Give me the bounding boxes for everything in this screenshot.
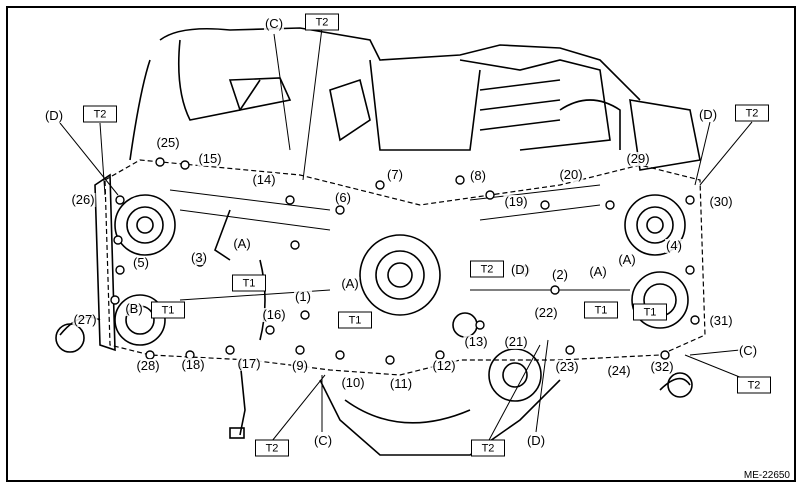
callout-7: (7) bbox=[386, 167, 404, 182]
callout-9: (9) bbox=[291, 358, 309, 373]
torque-tag: T2 bbox=[737, 376, 771, 394]
callout-16: (16) bbox=[261, 307, 287, 322]
torque-tag: T2 bbox=[471, 439, 505, 457]
callout-21: (21) bbox=[503, 334, 529, 349]
callout-12: (12) bbox=[431, 358, 457, 373]
callout-18: (18) bbox=[180, 357, 206, 372]
callout-17: (17) bbox=[236, 356, 262, 371]
callout-28: (28) bbox=[135, 358, 161, 373]
callout-5: (5) bbox=[132, 255, 150, 270]
callout-letter: (C) bbox=[737, 343, 759, 358]
callout-2: (2) bbox=[551, 267, 569, 282]
callout-letter: (A) bbox=[340, 276, 360, 291]
torque-tag: T1 bbox=[633, 303, 667, 321]
callout-4: (4) bbox=[665, 238, 683, 253]
callout-32: (32) bbox=[649, 359, 675, 374]
callout-8: (8) bbox=[469, 168, 487, 183]
torque-tag: T1 bbox=[338, 311, 372, 329]
torque-tag: T2 bbox=[470, 260, 504, 278]
callout-letter: (C) bbox=[263, 16, 285, 31]
callout-10: (10) bbox=[340, 375, 366, 390]
callout-letter: (A) bbox=[617, 252, 637, 267]
callout-14: (14) bbox=[251, 172, 277, 187]
callout-20: (20) bbox=[558, 167, 584, 182]
callout-letter: (C) bbox=[312, 433, 334, 448]
callout-6: (6) bbox=[334, 190, 352, 205]
callout-letter: (D) bbox=[525, 433, 547, 448]
torque-tag: T1 bbox=[151, 301, 185, 319]
callout-1: (1) bbox=[294, 289, 312, 304]
callout-19: (19) bbox=[503, 194, 529, 209]
callout-letter: (D) bbox=[509, 262, 531, 277]
torque-tag: T2 bbox=[83, 105, 117, 123]
callout-27: (27) bbox=[72, 312, 98, 327]
figure-id: ME-22650 bbox=[743, 470, 790, 481]
callout-24: (24) bbox=[606, 363, 632, 378]
torque-tag: T1 bbox=[232, 274, 266, 292]
torque-tag: T2 bbox=[255, 439, 289, 457]
callout-letter: (A) bbox=[232, 236, 252, 251]
callout-11: (11) bbox=[388, 376, 414, 391]
callout-23: (23) bbox=[554, 359, 580, 374]
callout-29: (29) bbox=[625, 151, 651, 166]
callout-letter: (B) bbox=[124, 301, 144, 316]
callout-25: (25) bbox=[155, 135, 181, 150]
callout-3: (3) bbox=[190, 250, 208, 265]
callout-letter: (D) bbox=[43, 108, 65, 123]
torque-tag: T1 bbox=[584, 301, 618, 319]
torque-tag: T2 bbox=[735, 104, 769, 122]
callout-22: (22) bbox=[533, 305, 559, 320]
callout-31: (31) bbox=[708, 313, 734, 328]
torque-tag: T2 bbox=[305, 13, 339, 31]
callout-letter: (A) bbox=[588, 264, 608, 279]
callout-13: (13) bbox=[463, 334, 489, 349]
callout-15: (15) bbox=[197, 151, 223, 166]
callout-letter: (D) bbox=[697, 107, 719, 122]
callout-30: (30) bbox=[708, 194, 734, 209]
callout-26: (26) bbox=[70, 192, 96, 207]
